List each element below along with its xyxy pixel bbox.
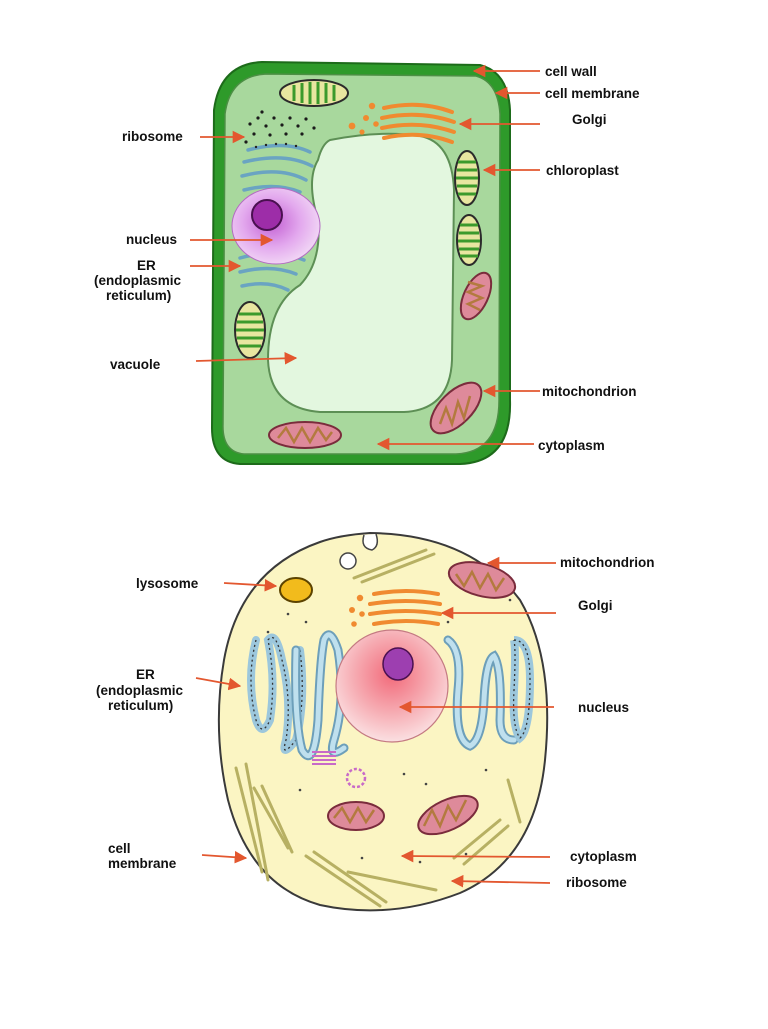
label-cell-membrane: cell membrane: [545, 86, 640, 101]
plant-chloroplast-right-1: [455, 151, 479, 205]
label-mitochondrion: mitochondrion: [542, 384, 637, 399]
label-nucleus: nucleus: [126, 232, 177, 247]
label-animal-er: ER: [136, 667, 155, 682]
label-animal-cytoplasm: cytoplasm: [570, 849, 637, 864]
plant-mitochondrion-bottom: [269, 422, 341, 448]
label-animal-golgi: Golgi: [578, 598, 613, 613]
label-golgi: Golgi: [572, 112, 607, 127]
label-vacuole: vacuole: [110, 357, 160, 372]
label-animal-ribosome: ribosome: [566, 875, 627, 890]
animal-cell: [196, 533, 556, 910]
label-animal-lysosome: lysosome: [136, 576, 198, 591]
label-animal-cell-membrane-1: cell: [108, 841, 131, 856]
label-cytoplasm: cytoplasm: [538, 438, 605, 453]
label-animal-mitochondrion: mitochondrion: [560, 555, 655, 570]
animal-mitochondrion-left: [328, 802, 384, 830]
label-ribosome: ribosome: [122, 129, 183, 144]
label-cell-wall: cell wall: [545, 64, 597, 79]
animal-nucleus: [336, 630, 448, 742]
label-er: ER: [137, 258, 156, 273]
label-animal-er-full-1: (endoplasmic: [96, 683, 183, 698]
animal-lysosome: [280, 578, 312, 602]
label-er-full-1: (endoplasmic: [94, 273, 181, 288]
plant-chloroplast-top: [280, 80, 348, 106]
label-animal-er-full-2: reticulum): [108, 698, 173, 713]
label-er-full-2: reticulum): [106, 288, 171, 303]
plant-nucleolus: [252, 200, 282, 230]
label-animal-cell-membrane-2: membrane: [108, 856, 176, 871]
plant-cell: [190, 62, 540, 464]
label-animal-nucleus: nucleus: [578, 700, 629, 715]
plant-chloroplast-right-2: [457, 215, 481, 265]
label-chloroplast: chloroplast: [546, 163, 619, 178]
animal-nucleolus: [383, 648, 413, 680]
plant-chloroplast-left: [235, 302, 265, 358]
